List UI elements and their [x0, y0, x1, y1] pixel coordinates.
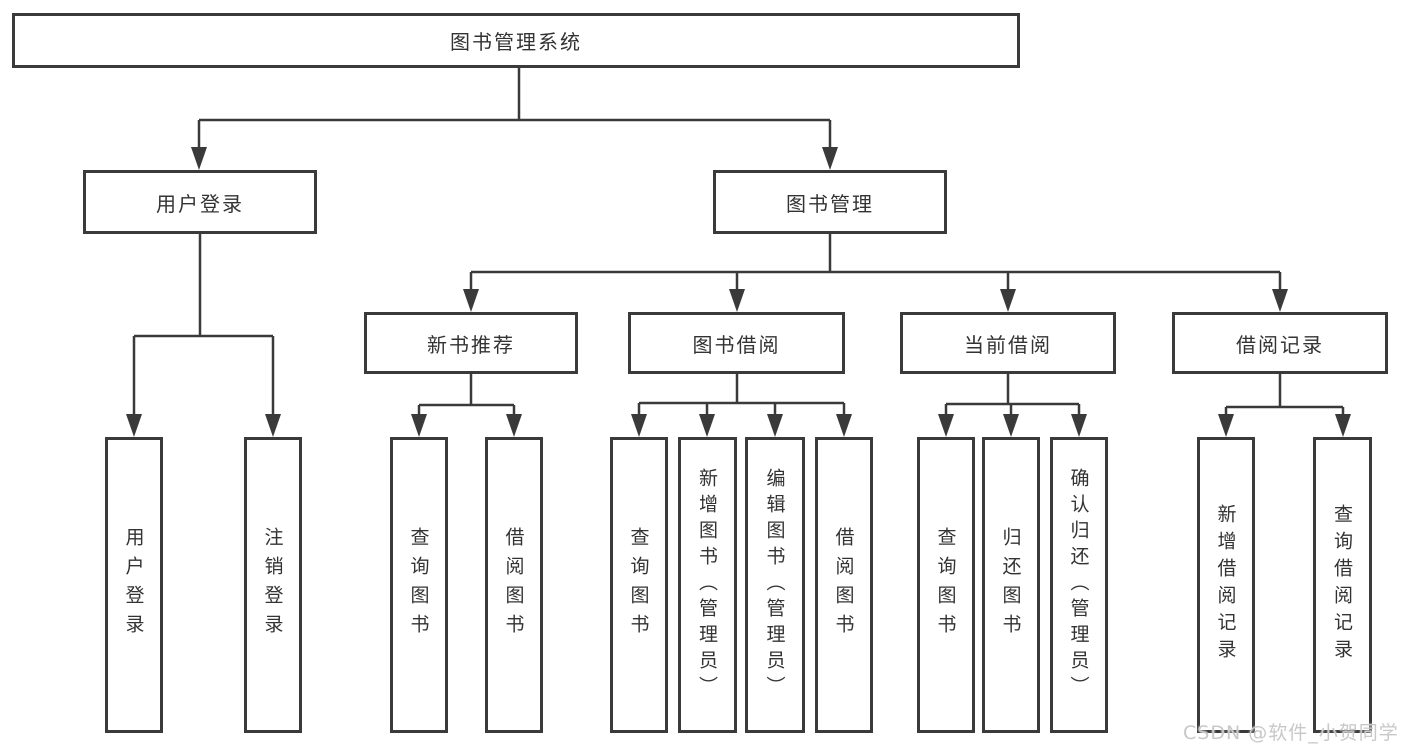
leaf-query-book-3: 查询图书	[917, 437, 975, 733]
leaf-user-login: 用户登录	[105, 437, 163, 733]
node-user-login: 用户登录	[83, 170, 317, 234]
connector-bookmgmt-children	[469, 234, 1282, 296]
leaf-query-book-2: 查询图书	[610, 437, 668, 733]
connector-borrow-children	[637, 374, 846, 421]
leaf-add-borrow-record: 新增借阅记录	[1197, 437, 1255, 733]
leaf-edit-book-admin: 编辑图书（管理员）	[745, 437, 805, 733]
leaf-borrow-book-2: 借阅图书	[815, 437, 873, 733]
leaf-return-book: 归还图书	[982, 437, 1040, 733]
arrowheads-current-children	[938, 414, 1087, 437]
connector-current-children	[944, 374, 1081, 421]
arrowheads-level2	[191, 147, 838, 170]
leaf-logout: 注销登录	[244, 437, 302, 733]
connector-record-children	[1224, 374, 1345, 421]
node-root: 图书管理系统	[12, 13, 1020, 68]
node-current-borrow: 当前借阅	[900, 312, 1116, 374]
connector-newbook-children	[417, 374, 516, 421]
node-book-borrow: 图书借阅	[628, 312, 845, 374]
leaf-borrow-book-1: 借阅图书	[485, 437, 543, 733]
node-book-management: 图书管理	[713, 170, 947, 234]
connector-userlogin-children	[132, 234, 275, 421]
node-borrow-record: 借阅记录	[1172, 312, 1388, 374]
node-new-book-recommend: 新书推荐	[364, 312, 578, 374]
arrowheads-level3	[463, 289, 1288, 312]
csdn-watermark: CSDN @软件_小贺同学	[1183, 722, 1399, 744]
leaf-query-book-1: 查询图书	[390, 437, 448, 733]
connector-root-to-level2	[197, 68, 832, 154]
arrowheads-userlogin-children	[126, 414, 281, 437]
arrowheads-record-children	[1218, 414, 1351, 437]
leaf-confirm-return-admin: 确认归还（管理员）	[1050, 437, 1108, 733]
leaf-add-book-admin: 新增图书（管理员）	[678, 437, 737, 733]
arrowheads-newbook-children	[411, 414, 522, 437]
leaf-query-borrow-record: 查询借阅记录	[1313, 437, 1372, 733]
arrowheads-borrow-children	[631, 414, 852, 437]
